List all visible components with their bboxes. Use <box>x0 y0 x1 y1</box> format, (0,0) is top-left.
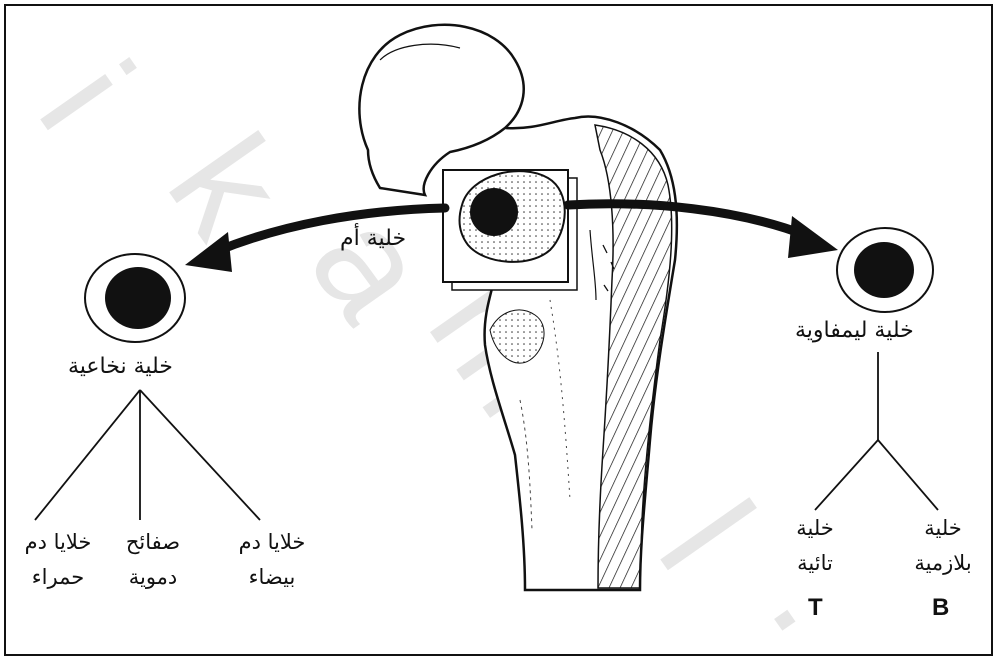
myeloid-label: خلية نخاعية <box>68 356 173 378</box>
product-plasma-cell: خلية بلازمية <box>898 518 988 574</box>
myeloid-cell <box>85 254 185 342</box>
lymphoid-label: خلية ليمفاوية <box>795 320 914 342</box>
t-cell-letter: T <box>808 596 823 620</box>
lymphoid-nucleus <box>854 242 914 298</box>
lymphoid-cell <box>837 228 933 312</box>
product-platelets: صفائح دموية <box>108 532 198 588</box>
stem-cell-label: خلية أم <box>340 228 406 250</box>
product-line: بيضاء <box>222 567 322 588</box>
stem-cell-inset <box>443 170 577 290</box>
stem-cell-nucleus <box>470 188 518 236</box>
product-line: حمراء <box>8 567 108 588</box>
product-line: خلايا دم <box>8 532 108 553</box>
myeloid-tree <box>35 390 260 520</box>
product-red-blood-cells: خلايا دم حمراء <box>8 532 108 588</box>
myeloid-nucleus <box>105 267 171 329</box>
product-line: خلية <box>898 518 988 539</box>
product-line: تائية <box>775 553 855 574</box>
product-line: بلازمية <box>898 553 988 574</box>
lymphoid-tree <box>815 352 938 510</box>
product-line: خلايا دم <box>222 532 322 553</box>
product-line: دموية <box>108 567 198 588</box>
product-line: صفائح <box>108 532 198 553</box>
product-line: خلية <box>775 518 855 539</box>
bone-illustration <box>359 25 676 590</box>
product-t-cell: خلية تائية <box>775 518 855 574</box>
b-cell-letter: B <box>932 596 949 620</box>
product-white-blood-cells: خلايا دم بيضاء <box>222 532 322 588</box>
